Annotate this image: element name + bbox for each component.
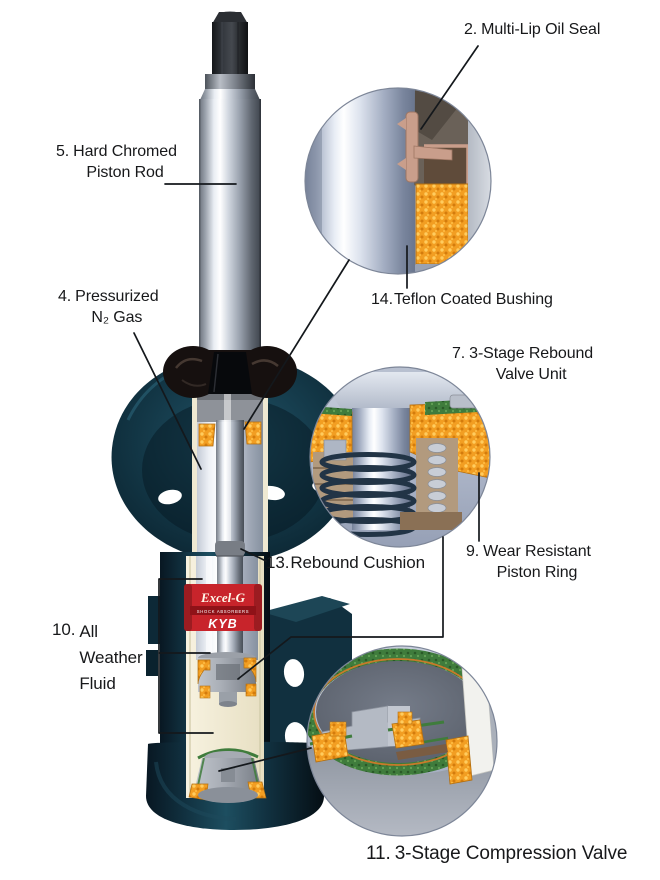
product-label-band: Excel-G SHOCK ABSORBERS KYB: [184, 584, 262, 631]
callout-hard-chromed-piston-rod: 5. Hard Chromed Piston Rod: [56, 141, 177, 183]
upper-cylinder-cutaway: [192, 390, 268, 568]
callout-text: Hard Chromed: [73, 143, 177, 160]
leader-rebound-cushion: [240, 548, 267, 562]
callout-text: Piston Rod: [86, 164, 164, 182]
callout-text: Piston Ring: [496, 564, 578, 582]
compression-valve-part: [188, 748, 267, 803]
leader-lines: [133, 45, 480, 772]
bracket-hole: [283, 659, 305, 687]
strut-body: Excel-G SHOCK ABSORBERS KYB: [146, 541, 324, 830]
callout-rebound-cushion: 13. Rebound Cushion: [266, 552, 425, 574]
callout-text: Teflon Coated Bushing: [393, 291, 553, 308]
callout-all-weather-fluid: 10. All Weather Fluid: [52, 619, 143, 696]
callout-number: 7.: [452, 345, 466, 362]
callout-text: Weather: [79, 647, 143, 667]
callout-wear-resistant-piston-ring: 9. Wear Resistant Piston Ring: [466, 541, 591, 583]
callout-text: 3-Stage Rebound: [469, 345, 594, 362]
callout-text: 3-Stage Compression Valve: [394, 843, 628, 864]
callout-number: 9.: [466, 543, 480, 560]
leader-circle1-to-seal: [243, 259, 350, 430]
callout-text: Pressurized: [75, 288, 159, 305]
inset-circle-oil-seal: [304, 87, 492, 275]
leader-circle3-to-valve: [218, 747, 312, 772]
inset-circle-compression-valve: [306, 645, 498, 837]
callout-text: Wear Resistant: [483, 543, 591, 560]
threaded-stud: [212, 22, 248, 76]
spring-seat-hole: [158, 489, 182, 505]
brand-logo-text: KYB: [208, 617, 237, 631]
callout-text: Multi-Lip Oil Seal: [481, 21, 601, 38]
callout-number: 13.: [266, 553, 290, 572]
callout-number: 4.: [58, 288, 72, 305]
leader-oil-seal: [420, 45, 479, 130]
product-name-text: Excel-G: [200, 590, 246, 605]
oil-seal-section: [198, 423, 216, 447]
callout-number: 14.: [371, 291, 393, 308]
callout-multi-lip-oil-seal: 2. Multi-Lip Oil Seal: [464, 19, 600, 40]
piston-rod: [199, 11, 262, 367]
piston-assembly: [197, 652, 257, 707]
callout-number: 5.: [56, 143, 70, 160]
callout-text: Rebound Cushion: [290, 553, 425, 572]
valve-shim-stack: [427, 443, 447, 513]
callout-pressurized-n2-gas: 4. Pressurized N₂ Gas: [58, 286, 159, 328]
callout-text: Fluid: [79, 673, 116, 693]
callout-rebound-valve-unit: 7. 3-Stage Rebound Valve Unit: [452, 343, 593, 385]
callout-text: N₂ Gas: [91, 309, 143, 327]
callout-teflon-coated-bushing: 14. Teflon Coated Bushing: [371, 289, 553, 310]
leader-gas: [133, 332, 202, 470]
rebound-cushion-part: [215, 541, 245, 556]
oil-seal-section: [244, 421, 262, 445]
callout-text: All: [79, 622, 98, 641]
callout-number: 10.: [52, 620, 76, 639]
callout-number: 11.: [366, 843, 391, 864]
callout-compression-valve: 11. 3-Stage Compression Valve: [366, 841, 627, 866]
upper-mount: [163, 346, 297, 398]
callout-text: Valve Unit: [495, 366, 567, 384]
leader-circle2-to-piston: [237, 536, 444, 680]
leader-fluid-bracket: [158, 578, 214, 734]
product-tagline-text: SHOCK ABSORBERS: [197, 609, 249, 614]
inset-circle-rebound-valve: [309, 366, 491, 548]
callout-number: 2.: [464, 21, 478, 38]
